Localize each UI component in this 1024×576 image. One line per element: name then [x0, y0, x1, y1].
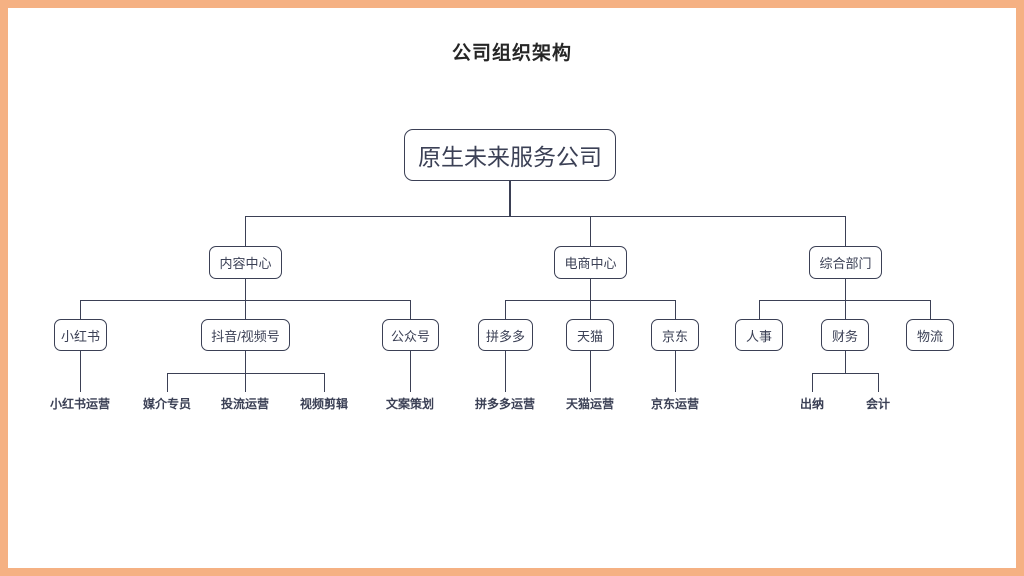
connector-content-to-gongzhonghao [410, 300, 412, 319]
connector-root-bus [245, 215, 845, 217]
connector-ecommerce-stem [590, 279, 592, 300]
org-leaf-role-accountant[interactable]: 会计 [865, 397, 891, 411]
org-leaf-role-jd-ops[interactable]: 京东运营 [650, 397, 700, 411]
connector-general-stem [844, 279, 846, 300]
connector-root-to-division-2 [590, 216, 592, 246]
org-node-unit-finance-label: 财务 [831, 328, 858, 344]
org-leaf-role-tmall-ops[interactable]: 天猫运营 [565, 397, 615, 411]
org-node-unit-douyin-label: 抖音/视频号 [211, 328, 280, 344]
connector-general-to-hr [759, 300, 761, 319]
connector-content-stem [245, 279, 247, 300]
org-node-division-content[interactable]: 内容中心 [209, 246, 282, 279]
connector-finance-bus [812, 372, 878, 374]
org-node-division-ecommerce-label: 电商中心 [564, 256, 617, 271]
org-node-unit-pinduoduo-label: 拼多多 [485, 328, 525, 344]
org-node-unit-jd-label: 京东 [661, 328, 688, 344]
connector-root-stem [509, 181, 511, 216]
org-leaf-role-pinduoduo-ops[interactable]: 拼多多运营 [474, 397, 536, 411]
connector-xiaohongshu-to-role [80, 351, 82, 392]
decorative-frame-top [0, 0, 1024, 8]
org-node-unit-tmall-label: 天猫 [576, 328, 603, 344]
org-node-division-general[interactable]: 综合部门 [809, 246, 882, 279]
decorative-frame-left [0, 0, 8, 576]
org-leaf-role-copywriting[interactable]: 文案策划 [385, 397, 435, 411]
org-leaf-role-traffic-ops[interactable]: 投流运营 [220, 397, 270, 411]
connector-douyin-to-role-1 [167, 373, 169, 392]
connector-general-to-finance [844, 300, 846, 319]
connector-root-to-division-3 [844, 216, 846, 246]
org-node-unit-logistics-label: 物流 [916, 328, 943, 344]
page-title: 公司组织架构 [451, 43, 572, 64]
org-node-division-ecommerce[interactable]: 电商中心 [554, 246, 627, 279]
decorative-frame-right [1016, 0, 1024, 576]
connector-douyin-to-role-3 [324, 373, 326, 392]
connector-douyin-stem [245, 351, 247, 373]
connector-pinduoduo-to-role [505, 351, 507, 392]
org-leaf-role-xiaohongshu-ops[interactable]: 小红书运营 [49, 397, 111, 411]
connector-ecommerce-to-tmall [590, 300, 592, 319]
connector-gongzhonghao-to-role [410, 351, 412, 392]
org-node-unit-douyin[interactable]: 抖音/视频号 [201, 319, 290, 351]
connector-content-to-douyin [245, 300, 247, 319]
connector-ecommerce-to-pinduoduo [505, 300, 507, 319]
org-leaf-role-video-editing[interactable]: 视频剪辑 [299, 397, 349, 411]
connector-tmall-to-role [590, 351, 592, 392]
connector-finance-to-accountant [878, 373, 880, 392]
connector-finance-to-cashier [812, 373, 814, 392]
connector-jd-to-role [675, 351, 677, 392]
connector-ecommerce-to-jd [675, 300, 677, 319]
org-node-root[interactable]: 原生未来服务公司 [404, 129, 616, 181]
org-node-unit-finance[interactable]: 财务 [821, 319, 869, 351]
org-node-unit-xiaohongshu[interactable]: 小红书 [54, 319, 107, 351]
org-node-unit-gongzhonghao[interactable]: 公众号 [382, 319, 439, 351]
org-node-unit-gongzhonghao-label: 公众号 [390, 328, 430, 344]
org-leaf-role-media-specialist[interactable]: 媒介专员 [142, 397, 192, 411]
connector-general-bus [759, 299, 930, 301]
org-node-unit-logistics[interactable]: 物流 [906, 319, 954, 351]
org-node-unit-pinduoduo[interactable]: 拼多多 [478, 319, 533, 351]
org-node-division-general-label: 综合部门 [819, 256, 872, 271]
decorative-frame-bottom [0, 568, 1024, 576]
org-leaf-role-cashier[interactable]: 出纳 [799, 397, 825, 411]
org-node-root-label: 原生未来服务公司 [418, 144, 602, 170]
connector-finance-stem [844, 351, 846, 373]
org-node-unit-xiaohongshu-label: 小红书 [60, 328, 100, 344]
connector-root-to-division-1 [245, 216, 247, 246]
org-node-unit-hr-label: 人事 [745, 328, 772, 344]
org-node-unit-jd[interactable]: 京东 [651, 319, 699, 351]
org-chart-area: 公司组织架构 原生未来服务公司 内容中心 电商中心 综合部门 [12, 12, 1012, 564]
org-node-unit-hr[interactable]: 人事 [735, 319, 783, 351]
org-node-unit-tmall[interactable]: 天猫 [566, 319, 614, 351]
org-node-division-content-label: 内容中心 [219, 256, 272, 271]
connector-douyin-to-role-2 [245, 373, 247, 392]
connector-content-to-xiaohongshu [80, 300, 82, 319]
connector-general-to-logistics [930, 300, 932, 319]
